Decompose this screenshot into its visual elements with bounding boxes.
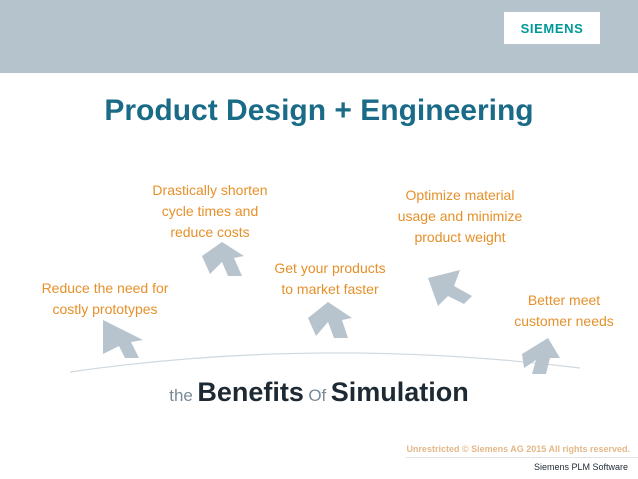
benefit-customer-needs: Better meet customer needs: [490, 290, 638, 332]
up-arrow-icon: [198, 242, 246, 282]
footer-divider: [406, 457, 638, 458]
benefit-line: customer needs: [514, 313, 614, 329]
subtitle-benefits: Benefits: [197, 377, 304, 407]
benefit-line: Optimize material: [405, 187, 515, 203]
subtitle-simulation: Simulation: [330, 377, 469, 407]
benefit-optimize-material: Optimize material usage and minimize pro…: [375, 185, 545, 248]
benefit-line: reduce costs: [170, 224, 250, 240]
subtitle-the: the: [169, 386, 193, 405]
up-arrow-icon: [97, 320, 145, 360]
benefit-line: to market faster: [281, 281, 379, 297]
benefit-line: usage and minimize: [397, 208, 523, 224]
benefit-line: costly prototypes: [52, 301, 158, 317]
siemens-logo: SIEMENS: [504, 12, 600, 44]
up-arrow-icon: [428, 270, 476, 310]
subtitle-of: Of: [308, 386, 327, 405]
benefit-line: Reduce the need for: [41, 280, 169, 296]
benefit-time-to-market: Get your products to market faster: [245, 258, 415, 300]
up-arrow-icon: [306, 302, 354, 342]
footer-software: Siemens PLM Software: [533, 462, 628, 472]
up-arrow-icon: [520, 338, 568, 378]
slide-title: Product Design + Engineering: [104, 94, 534, 127]
subtitle: the Benefits Of Simulation: [0, 377, 638, 408]
benefit-line: cycle times and: [161, 203, 259, 219]
benefit-line: Get your products: [274, 260, 386, 276]
benefit-line: Drastically shorten: [152, 182, 268, 198]
benefit-line: Better meet: [527, 292, 601, 308]
copyright-notice: Unrestricted © Siemens AG 2015 All right…: [406, 444, 630, 454]
benefit-reduce-prototypes: Reduce the need for costly prototypes: [20, 278, 190, 320]
benefit-line: product weight: [414, 229, 506, 245]
logo-text: SIEMENS: [520, 20, 584, 36]
benefit-shorten-cycle: Drastically shorten cycle times and redu…: [125, 180, 295, 243]
